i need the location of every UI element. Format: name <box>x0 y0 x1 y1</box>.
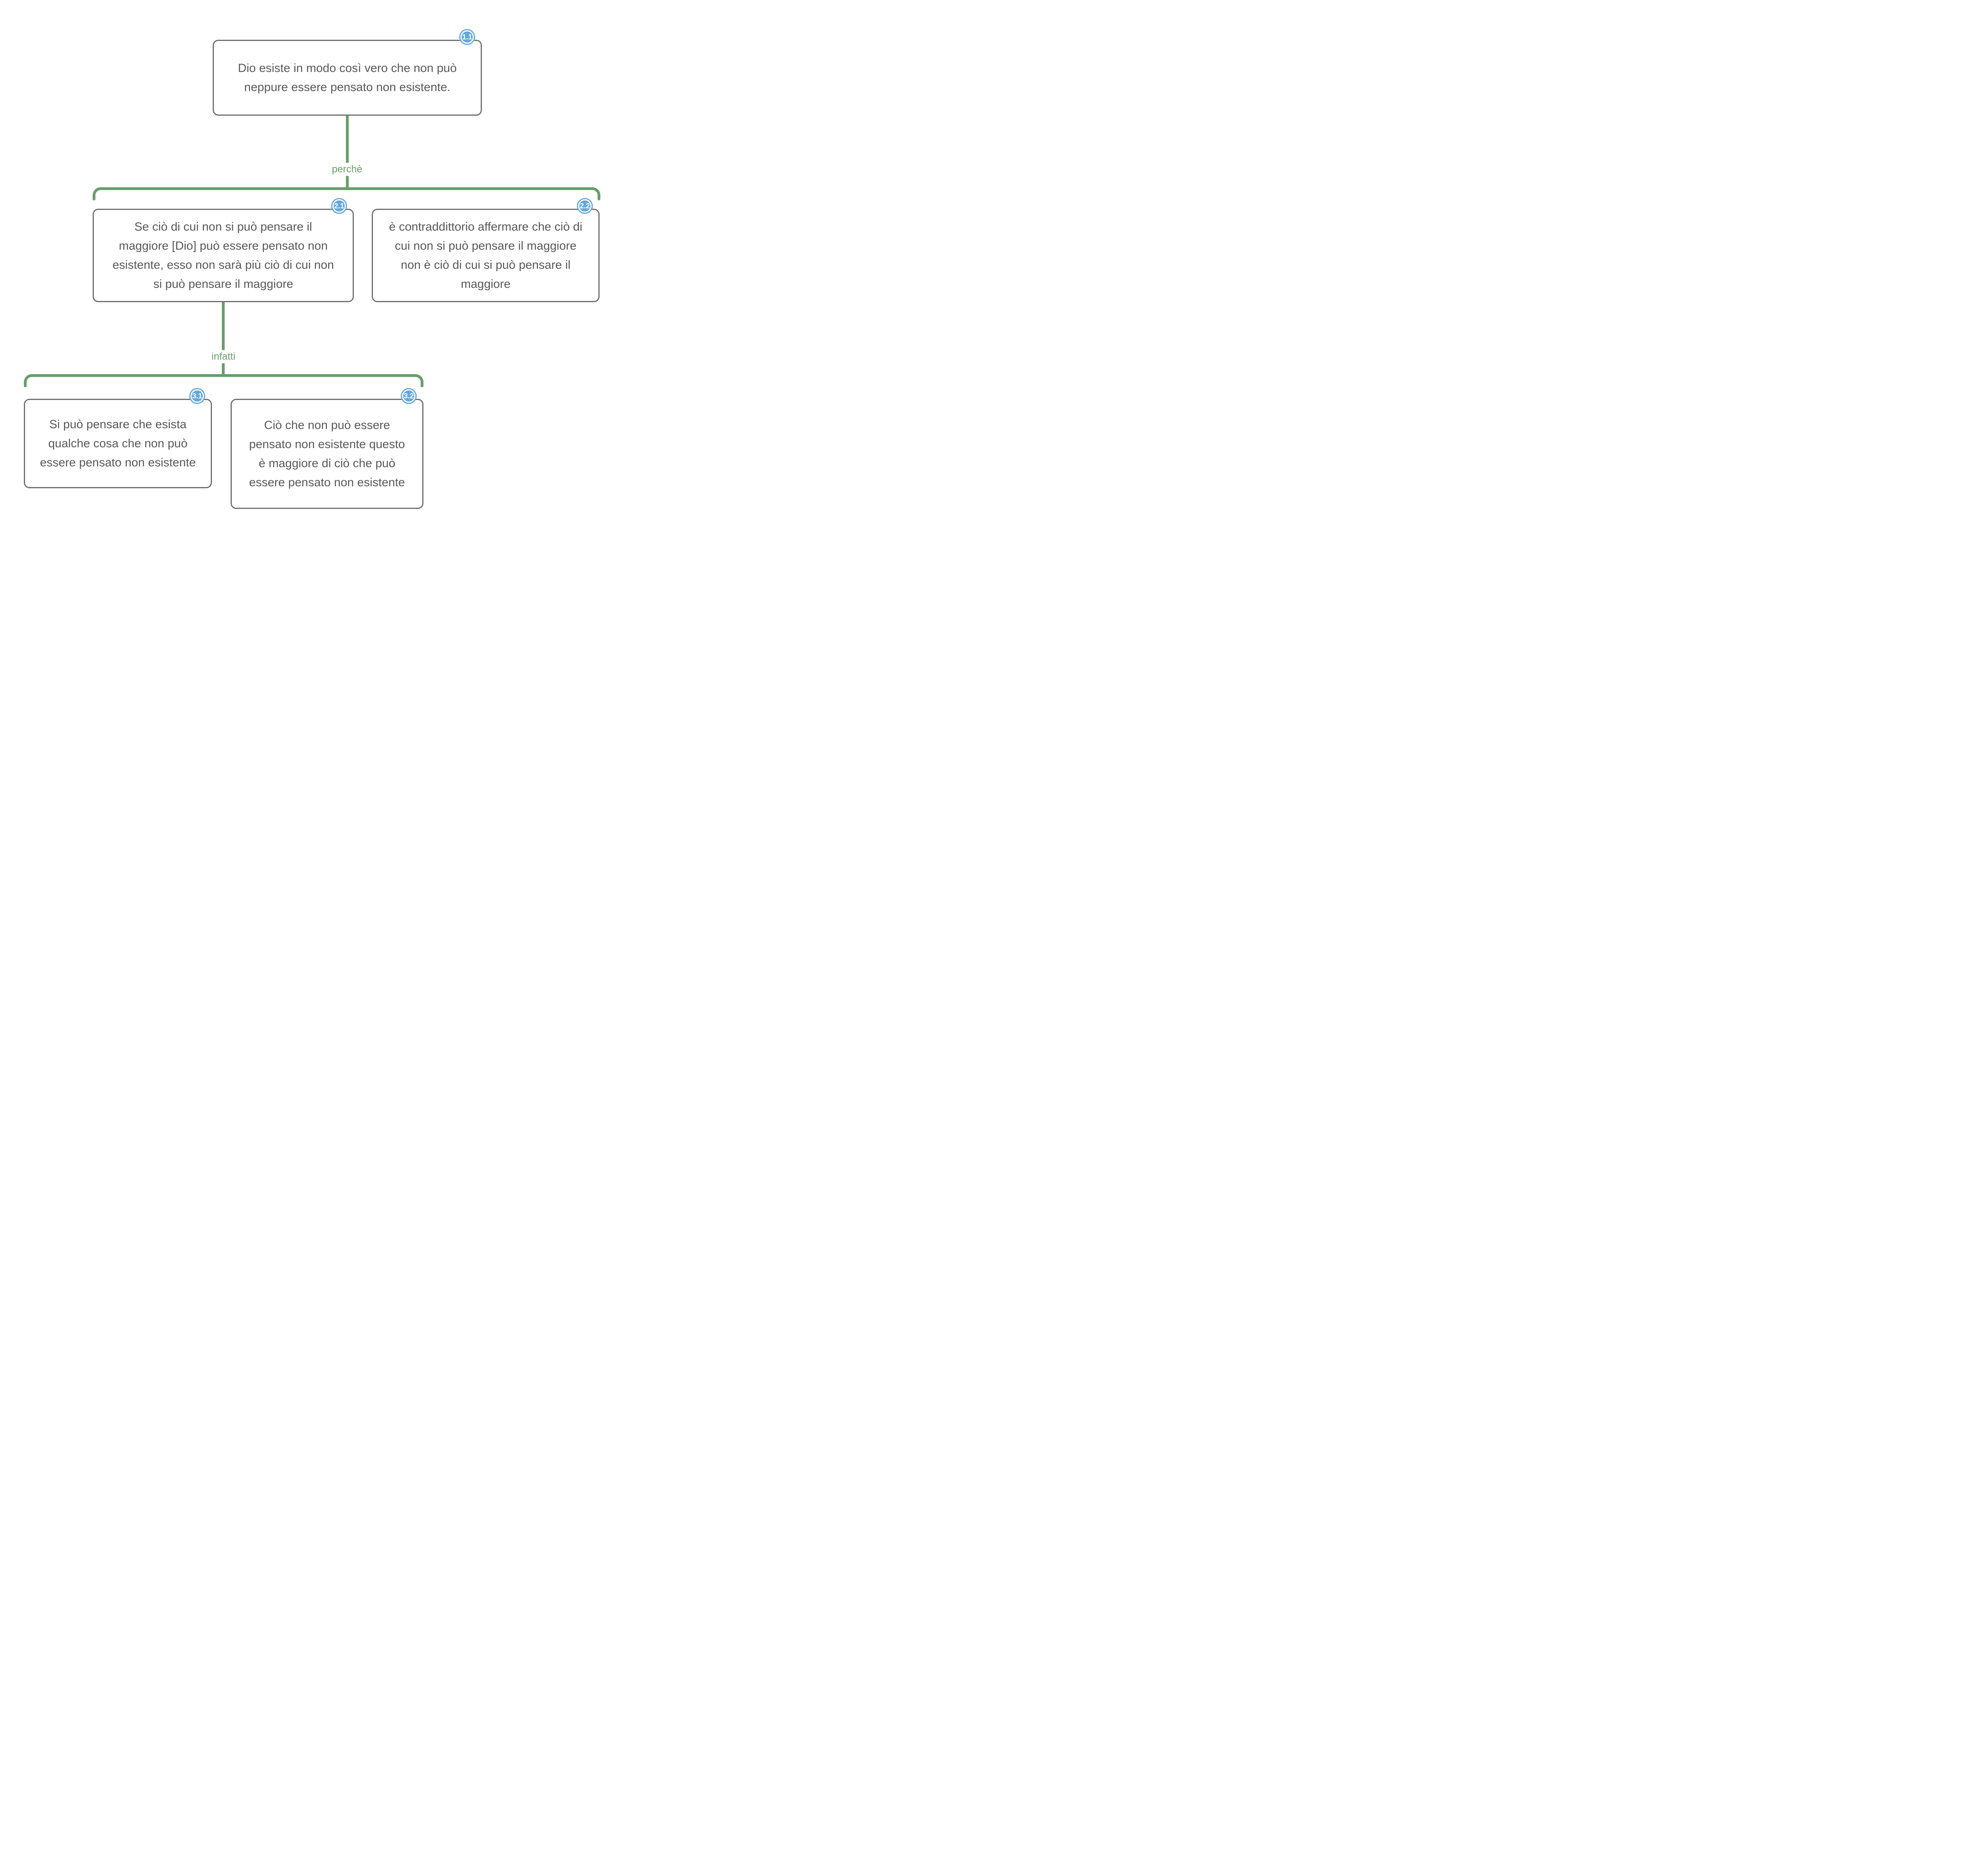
connector-line-from-2-1 <box>222 301 225 377</box>
claim-node-2-2[interactable]: 2.2 è contraddittorio affermare che ciò … <box>372 198 600 302</box>
claim-text-3-2: Ciò che non può essere pensato non esist… <box>249 418 405 489</box>
node-number-badge-3-2: 3.2 <box>401 388 417 404</box>
connector-label-infatti: infatti <box>207 350 240 363</box>
claim-node-2-1[interactable]: 2.1 Se ciò di cui non si può pensare il … <box>93 198 354 302</box>
claim-node-1-1[interactable]: 1.1 Dio esiste in modo così vero che non… <box>213 29 482 116</box>
node-number-badge-3-1: 3.1 <box>189 388 205 404</box>
argument-map-canvas: perchè infatti 1.1 Dio esiste in modo co… <box>0 0 623 534</box>
claim-text-2-1: Se ciò di cui non si può pensare il magg… <box>112 220 334 291</box>
claim-text-3-1: Si può pensare che esista qualche cosa c… <box>40 417 196 469</box>
claim-text-1-1: Dio esiste in modo così vero che non può… <box>238 61 457 94</box>
claim-node-3-1[interactable]: 3.1 Si può pensare che esista qualche co… <box>24 388 212 488</box>
bracket-level-2 <box>93 187 600 200</box>
node-number-badge-2-2: 2.2 <box>577 198 593 214</box>
bracket-level-3 <box>24 374 423 387</box>
connector-line-from-1-1 <box>346 115 349 190</box>
node-number-badge-2-1: 2.1 <box>331 198 347 214</box>
connector-label-perche: perchè <box>327 163 367 176</box>
node-number-badge-1-1: 1.1 <box>459 29 475 45</box>
claim-node-3-2[interactable]: 3.2 Ciò che non può essere pensato non e… <box>231 388 423 509</box>
claim-text-2-2: è contraddittorio affermare che ciò di c… <box>389 220 582 291</box>
